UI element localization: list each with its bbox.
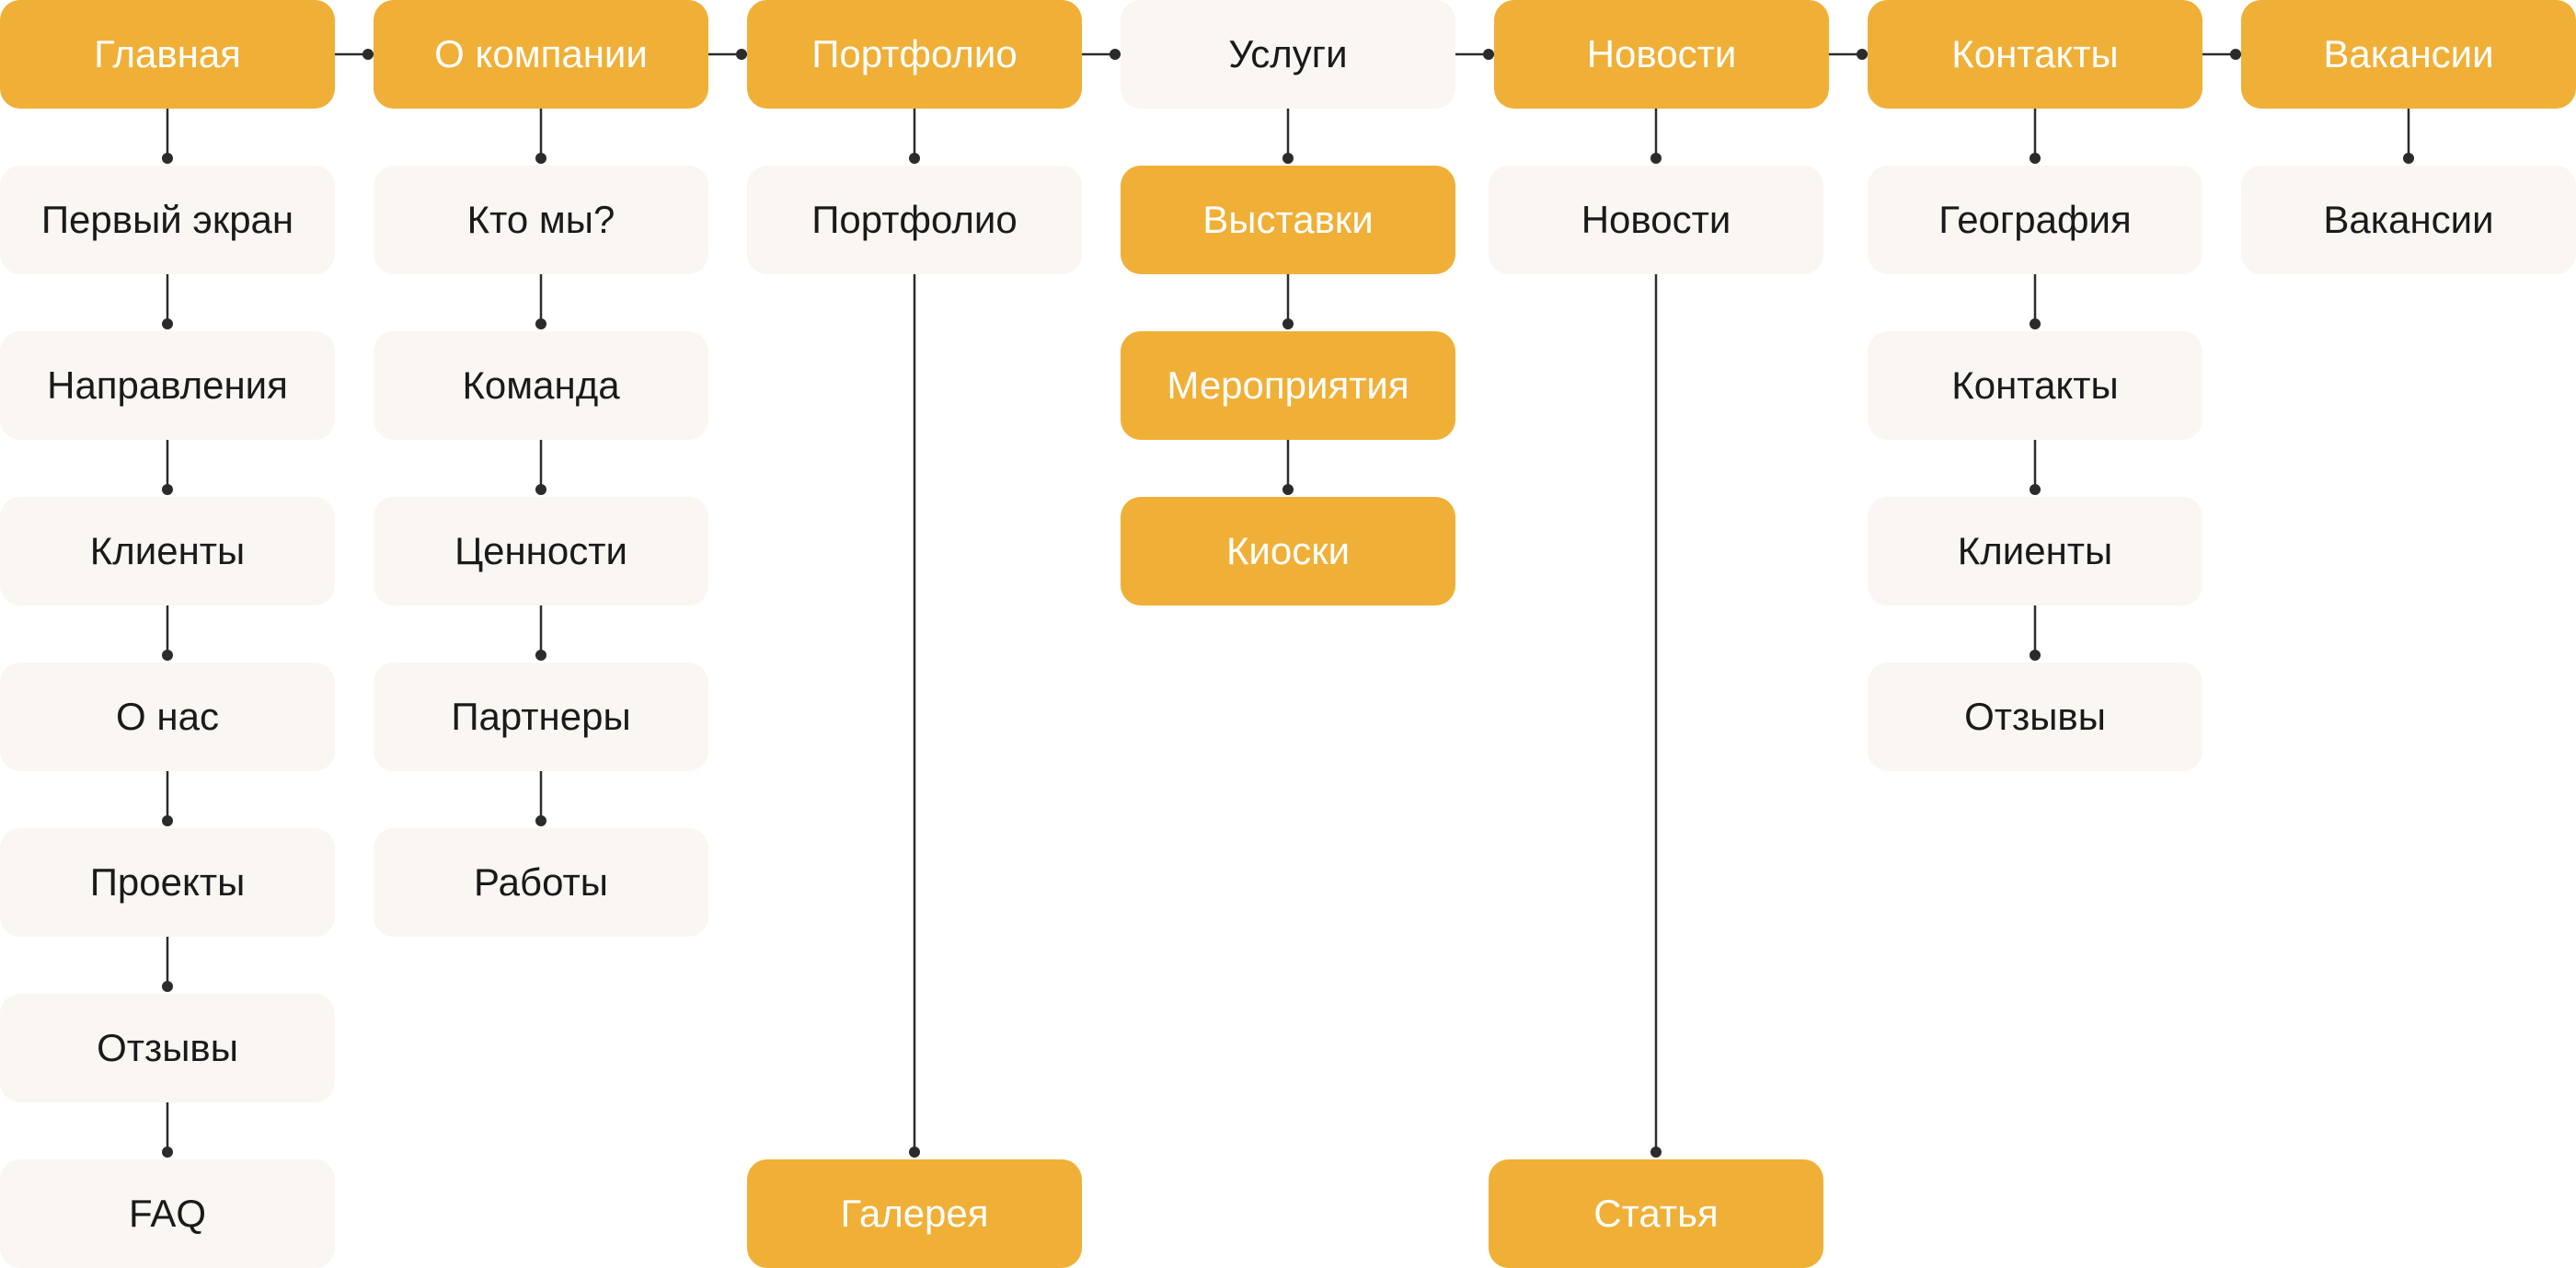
connector-dot (535, 318, 546, 329)
child-node-kontakty-2[interactable]: Клиенты (1868, 497, 2202, 605)
connector-dot (2030, 650, 2041, 661)
node-label: Главная (94, 32, 241, 75)
connector-dot (162, 1147, 173, 1158)
child-node-o-kompanii-2[interactable]: Ценности (374, 497, 708, 605)
connector-dot (162, 484, 173, 495)
child-node-glavnaya-4[interactable]: Проекты (0, 828, 335, 937)
node-label: Услуги (1228, 32, 1348, 75)
connector-dot (1110, 49, 1121, 60)
connector-dot (2030, 318, 2041, 329)
connector-dot (1282, 153, 1294, 164)
connector-dot (362, 49, 374, 60)
node-label: Клиенты (1957, 529, 2113, 572)
child-node-o-kompanii-1[interactable]: Команда (374, 331, 708, 440)
connector-dot (1483, 49, 1494, 60)
node-label: Первый экран (40, 198, 294, 241)
node-label: Отзывы (97, 1026, 238, 1069)
nav-node-vakansii[interactable]: Вакансии (2241, 0, 2576, 109)
node-label: Портфолио (811, 198, 1018, 241)
node-label: Мероприятия (1167, 363, 1409, 407)
node-label: Новости (1581, 198, 1731, 241)
node-label: О компании (434, 32, 648, 75)
child-node-kontakty-1[interactable]: Контакты (1868, 331, 2202, 440)
node-label: Проекты (89, 860, 246, 904)
connector-dot (2030, 484, 2041, 495)
node-label: Новости (1586, 32, 1737, 75)
node-label: Кто мы? (466, 198, 615, 241)
node-label: Клиенты (89, 529, 246, 572)
node-label: Киоски (1225, 529, 1351, 572)
connector-dot (909, 1147, 920, 1158)
node-label: Партнеры (451, 695, 631, 738)
node-label: Вакансии (2323, 198, 2494, 241)
nav-node-o-kompanii[interactable]: О компании (374, 0, 708, 109)
child-node-glavnaya-0[interactable]: Первый экран (0, 166, 335, 274)
node-label: География (1938, 198, 2132, 241)
child-node-glavnaya-6[interactable]: FAQ (0, 1159, 335, 1268)
connector-dot (736, 49, 747, 60)
connector-dot (162, 981, 173, 992)
connector-dot (535, 153, 546, 164)
node-label: Направления (47, 363, 288, 407)
node-label: Галерея (840, 1192, 989, 1235)
node-label: Работы (474, 860, 608, 904)
node-label: FAQ (128, 1192, 207, 1235)
node-label: Статья (1593, 1192, 1719, 1235)
child-node-kontakty-3[interactable]: Отзывы (1868, 663, 2202, 771)
connector-dot (535, 650, 546, 661)
child-node-o-kompanii-4[interactable]: Работы (374, 828, 708, 937)
node-label: Выставки (1202, 198, 1374, 241)
node-label: Отзывы (1964, 695, 2106, 738)
connector-dot (535, 484, 546, 495)
child-node-glavnaya-2[interactable]: Клиенты (0, 497, 335, 605)
connector-dot (535, 815, 546, 826)
node-label: Ценности (454, 529, 627, 572)
child-node-portfolio-0[interactable]: Портфолио (747, 166, 1082, 274)
child-node-o-kompanii-0[interactable]: Кто мы? (374, 166, 708, 274)
child-node-novosti-0[interactable]: Новости (1489, 166, 1823, 274)
node-label: Портфолио (811, 32, 1018, 75)
child-node-glavnaya-1[interactable]: Направления (0, 331, 335, 440)
node-label: Вакансии (2323, 32, 2494, 75)
child-node-novosti-1[interactable]: Статья (1489, 1159, 1823, 1268)
nav-node-novosti[interactable]: Новости (1494, 0, 1829, 109)
node-label: Контакты (1951, 32, 2119, 75)
connector-dot (2403, 153, 2414, 164)
nav-node-glavnaya[interactable]: Главная (0, 0, 335, 109)
child-node-o-kompanii-3[interactable]: Партнеры (374, 663, 708, 771)
connector-dot (162, 318, 173, 329)
connector-dot (1650, 153, 1662, 164)
nav-node-uslugi[interactable]: Услуги (1121, 0, 1455, 109)
child-node-uslugi-2[interactable]: Киоски (1121, 497, 1455, 605)
node-label: О нас (116, 695, 219, 738)
node-label: Контакты (1951, 363, 2119, 407)
child-node-uslugi-0[interactable]: Выставки (1121, 166, 1455, 274)
connector-dot (162, 153, 173, 164)
connector-dot (1282, 318, 1294, 329)
child-node-kontakty-0[interactable]: География (1868, 166, 2202, 274)
child-node-uslugi-1[interactable]: Мероприятия (1121, 331, 1455, 440)
nav-node-kontakty[interactable]: Контакты (1868, 0, 2202, 109)
connector-dot (2030, 153, 2041, 164)
child-node-vakansii-0[interactable]: Вакансии (2241, 166, 2576, 274)
connector-dot (162, 650, 173, 661)
connector-dot (1650, 1147, 1662, 1158)
node-label: Команда (462, 363, 620, 407)
connector-dot (162, 815, 173, 826)
connector-dot (909, 153, 920, 164)
connector-dot (1282, 484, 1294, 495)
connector-dot (1857, 49, 1868, 60)
child-node-portfolio-1[interactable]: Галерея (747, 1159, 1082, 1268)
child-node-glavnaya-5[interactable]: Отзывы (0, 994, 335, 1102)
nav-node-portfolio[interactable]: Портфолио (747, 0, 1082, 109)
connector-dot (2230, 49, 2241, 60)
child-node-glavnaya-3[interactable]: О нас (0, 663, 335, 771)
